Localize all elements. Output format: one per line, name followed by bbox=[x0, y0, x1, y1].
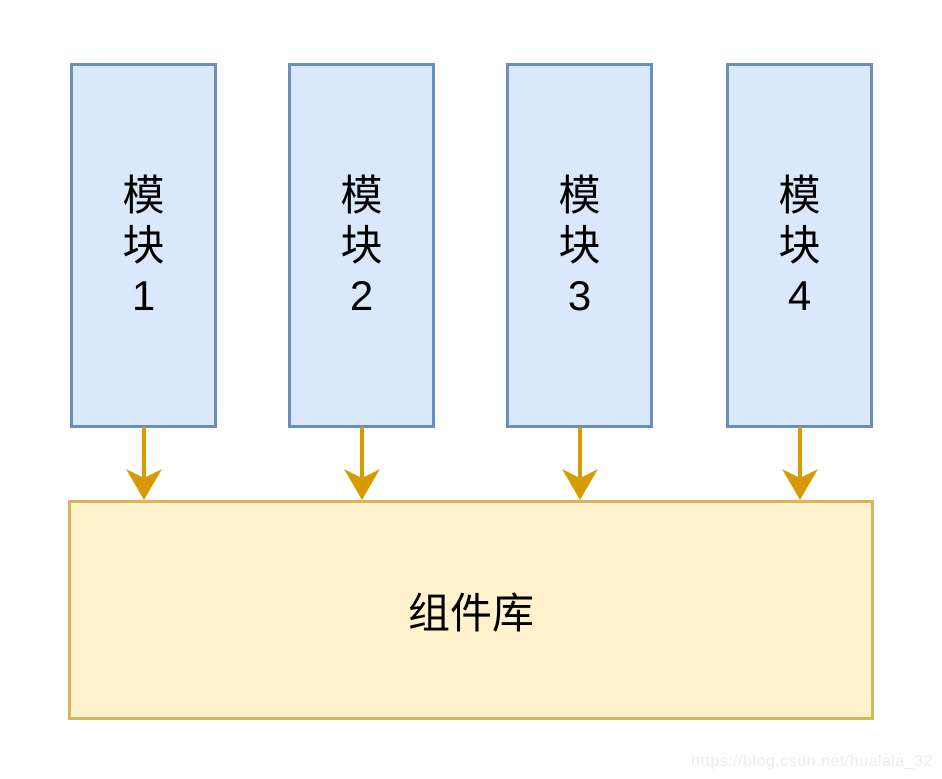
watermark-text: https://blog.csdn.net/hualala_32 bbox=[691, 753, 933, 770]
arrow-down-icon bbox=[782, 427, 818, 500]
module-2-node: 模 块 2 bbox=[288, 63, 435, 428]
module-1-node: 模 块 1 bbox=[70, 63, 217, 428]
module-3-node: 模 块 3 bbox=[506, 63, 653, 428]
arrow-down-icon bbox=[344, 427, 380, 500]
module-4-node: 模 块 4 bbox=[726, 63, 873, 428]
component-library-node: 组件库 bbox=[68, 500, 874, 720]
arrow-down-icon bbox=[562, 427, 598, 500]
arrow-down-icon bbox=[126, 427, 162, 500]
